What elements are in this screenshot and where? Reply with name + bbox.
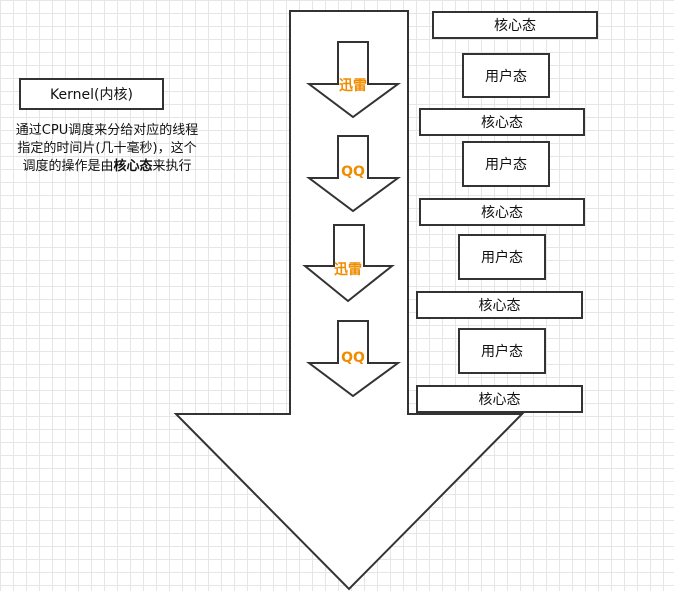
- mode-box-label: 核心态: [481, 115, 523, 131]
- description-text: 通过CPU调度来分给对应的线程指定的时间片(几十毫秒)，这个调度的操作是由核心态…: [12, 122, 202, 176]
- mode-box-kernel-3: 核心态: [419, 198, 585, 226]
- mode-box-user-4: 用户态: [458, 328, 546, 374]
- arrow-label-1: 迅雷: [339, 77, 367, 94]
- mode-box-label: 用户态: [485, 68, 527, 85]
- small-down-arrow-4: [306, 320, 402, 398]
- mode-box-kernel-2: 核心态: [419, 108, 585, 136]
- mode-box-label: 用户态: [485, 157, 527, 173]
- kernel-box: Kernel(内核): [19, 78, 164, 110]
- mode-box-label: 用户态: [481, 344, 523, 360]
- small-down-arrow-1: [306, 41, 402, 119]
- mode-box-label: 核心态: [478, 298, 521, 314]
- mode-box-kernel-5: 核心态: [416, 385, 583, 413]
- mode-box-label: 核心态: [478, 392, 521, 408]
- mode-box-label: 用户态: [481, 250, 523, 266]
- mode-box-user-1: 用户态: [462, 53, 550, 98]
- mode-box-kernel-1: 核心态: [432, 11, 598, 39]
- mode-box-kernel-4: 核心态: [416, 291, 583, 319]
- description-text-before: 通过CPU调度来分给对应的线程指定的时间片(几十毫秒)，这个调度的操作是由: [15, 123, 199, 174]
- mode-box-label: 核心态: [494, 18, 536, 34]
- small-down-arrow-2: [306, 135, 402, 213]
- kernel-box-label: Kernel(内核): [50, 87, 133, 103]
- mode-box-user-2: 用户态: [462, 141, 550, 187]
- arrow-label-2: QQ: [341, 164, 365, 180]
- description-text-bold: 核心态: [113, 159, 153, 174]
- mode-box-user-3: 用户态: [458, 234, 546, 280]
- small-down-arrow-3: [302, 224, 395, 303]
- description-text-after: 来执行: [152, 159, 192, 174]
- mode-box-label: 核心态: [481, 205, 523, 221]
- arrow-label-3: 迅雷: [334, 261, 362, 278]
- arrow-label-4: QQ: [341, 350, 365, 366]
